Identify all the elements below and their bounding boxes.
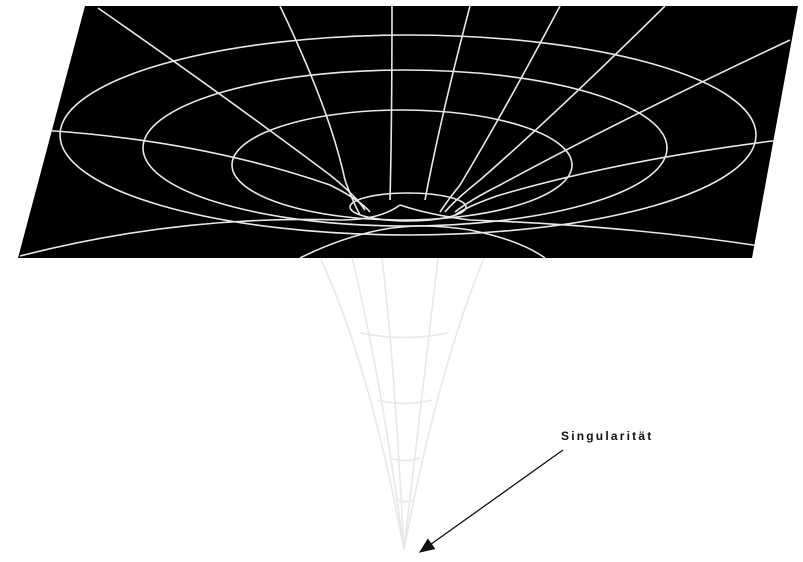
funnel-ring (377, 400, 432, 404)
funnel-ring (360, 333, 448, 338)
funnel (320, 258, 484, 550)
annotation-arrow (420, 450, 563, 552)
singularity-label: Singularität (561, 429, 653, 443)
funnel-ring (390, 458, 420, 461)
funnel-edge-right (404, 258, 484, 550)
funnel-ring (397, 500, 413, 502)
